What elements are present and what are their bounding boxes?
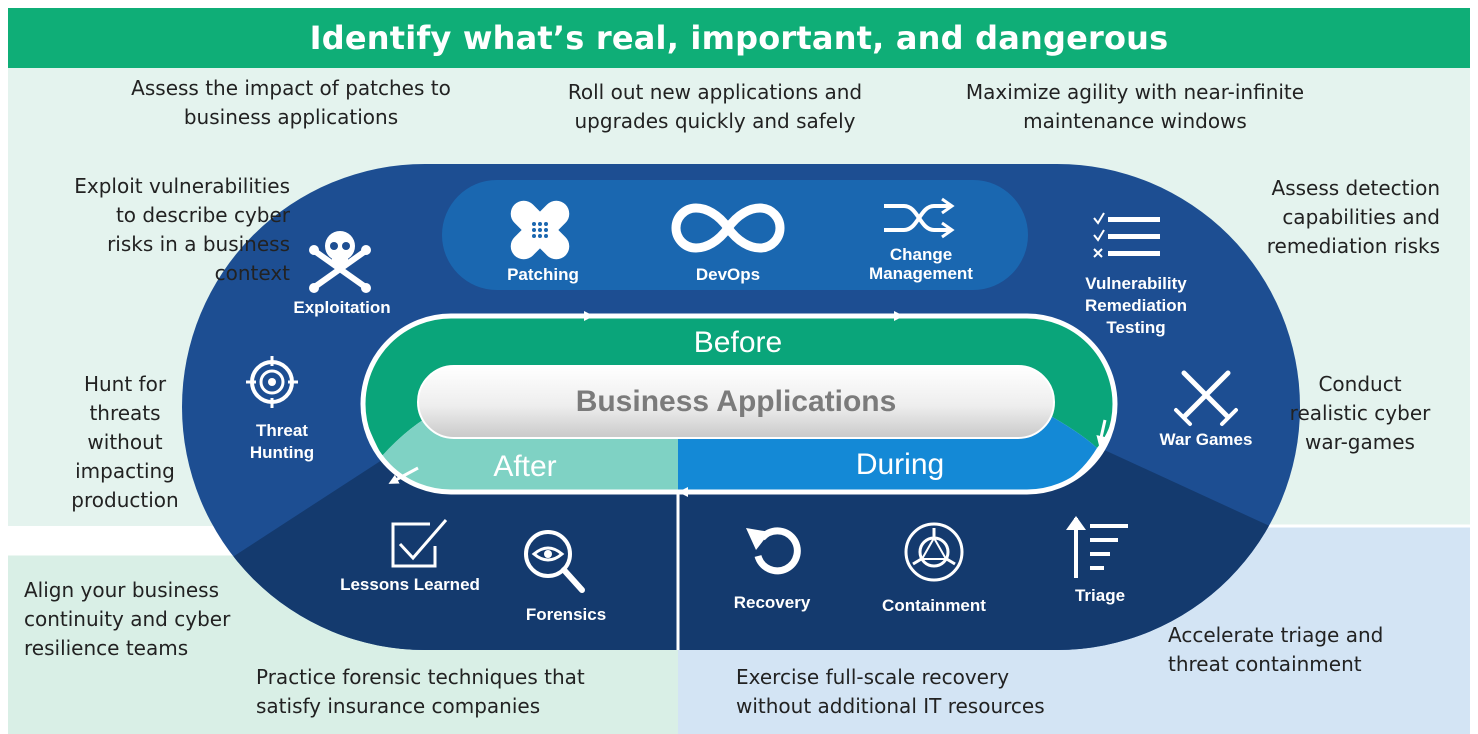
business-applications-pill: [417, 365, 1055, 439]
devops-icon: [671, 203, 785, 253]
patching-icon: [510, 200, 570, 260]
vulnerability-label-3: Testing: [1106, 318, 1165, 337]
war-games-icon: [1174, 370, 1238, 426]
exploitation-icon: [309, 231, 371, 293]
lessons-learned-label: Lessons Learned: [340, 575, 480, 594]
war-games-label: War Games: [1160, 430, 1253, 449]
threat-hunting-icon: [246, 356, 298, 408]
threat-hunting-label-2: Hunting: [250, 443, 314, 462]
phase-label-during: During: [856, 448, 944, 481]
devops-label: DevOps: [696, 265, 760, 284]
phase-label-before: Before: [694, 326, 782, 359]
banner-title: Identify what’s real, important, and dan…: [309, 19, 1169, 57]
header-banner: Identify what’s real, important, and dan…: [8, 8, 1470, 68]
lessons-learned-icon: [391, 519, 448, 568]
business-applications-label: Business Applications: [576, 385, 897, 418]
triage-label: Triage: [1075, 586, 1125, 605]
forensics-icon: [524, 530, 585, 593]
change-management-icon: [884, 197, 955, 239]
phase-label-after: After: [493, 450, 556, 483]
vulnerability-label-2: Remediation: [1085, 296, 1187, 315]
vulnerability-remediation-testing-icon: [1093, 212, 1160, 258]
exploitation-label: Exploitation: [293, 298, 390, 317]
threat-hunting-label-1: Threat: [256, 421, 308, 440]
forensics-label: Forensics: [526, 605, 606, 624]
change-management-label-2: Management: [869, 264, 973, 283]
triage-icon: [1066, 516, 1128, 578]
vulnerability-label-1: Vulnerability: [1085, 274, 1187, 293]
containment-icon: [904, 522, 964, 582]
patching-label: Patching: [507, 265, 579, 284]
recovery-icon: [746, 527, 801, 575]
containment-label: Containment: [882, 596, 986, 615]
recovery-label: Recovery: [734, 593, 811, 612]
change-management-label-1: Change: [890, 245, 952, 264]
